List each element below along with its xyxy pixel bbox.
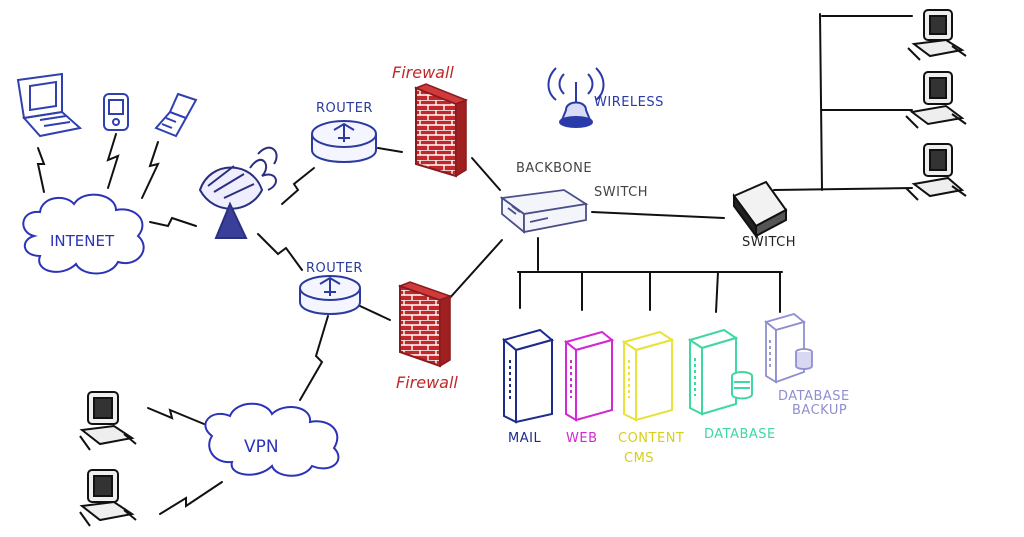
link-internet-satellite bbox=[149, 216, 197, 228]
laptop-icon bbox=[16, 72, 83, 138]
content-cms-server-icon bbox=[621, 330, 675, 422]
link-firewall-backbone-top bbox=[471, 157, 501, 191]
bus-to-workstation-3 bbox=[773, 187, 913, 191]
link-firewall-backbone-bottom bbox=[447, 239, 503, 301]
mail-server-icon bbox=[501, 328, 555, 424]
web-label: WEB bbox=[566, 431, 598, 446]
pda-icon bbox=[103, 93, 129, 131]
router-top-label: ROUTER bbox=[316, 101, 373, 116]
backbone-switch-icon bbox=[499, 189, 589, 234]
link-backbone-switch bbox=[591, 211, 725, 219]
firewall-top-label: Firewall bbox=[392, 63, 454, 82]
switch-icon bbox=[732, 180, 788, 240]
wireless-label: WIRELESS bbox=[594, 95, 664, 110]
vpn-cloud bbox=[204, 402, 340, 477]
link-flip-internet bbox=[141, 141, 160, 199]
database-backup-server-icon bbox=[764, 313, 813, 384]
link-satellite-router-top bbox=[281, 167, 315, 205]
database-server-icon bbox=[687, 328, 753, 416]
link-phone-internet bbox=[106, 133, 120, 189]
link-vpn-pc-1 bbox=[147, 407, 205, 425]
connections bbox=[36, 13, 913, 515]
link-vpn-pc-2 bbox=[159, 481, 223, 515]
link-router-vpn bbox=[299, 315, 329, 401]
internet-cloud bbox=[22, 193, 145, 275]
db-backup-label-line2: BACKUP bbox=[792, 403, 847, 418]
remote-pc-1-icon bbox=[79, 391, 137, 451]
link-laptop-internet bbox=[36, 147, 46, 193]
vpn-label: VPN bbox=[244, 437, 279, 457]
backbone-label-line2: SWITCH bbox=[594, 185, 648, 200]
content-label-line1: CONTENT bbox=[618, 431, 684, 446]
backbone-label-line1: BACKBONE bbox=[516, 161, 592, 176]
workstation-1-icon bbox=[907, 9, 967, 61]
router-top-icon bbox=[311, 120, 377, 163]
bus-drop-database bbox=[715, 271, 719, 313]
link-router-firewall-bottom bbox=[359, 305, 391, 321]
satellite-dish-icon bbox=[198, 146, 278, 239]
wireless-antenna-icon bbox=[547, 67, 605, 128]
workstation-bus bbox=[819, 13, 823, 191]
web-server-icon bbox=[563, 330, 615, 422]
workstation-3-icon bbox=[905, 143, 967, 201]
internet-label: INTENET bbox=[50, 232, 115, 250]
remote-pc-2-icon bbox=[79, 469, 137, 527]
router-bottom-label: ROUTER bbox=[306, 261, 363, 276]
db-backup-label-line1: DATABASE bbox=[778, 389, 850, 404]
link-router-firewall-top bbox=[377, 147, 403, 153]
firewall-bottom-label: Firewall bbox=[396, 373, 458, 392]
flip-phone-icon bbox=[154, 92, 198, 138]
content-label-line2: CMS bbox=[624, 451, 654, 466]
database-label: DATABASE bbox=[704, 427, 776, 442]
firewall-bottom-icon bbox=[397, 281, 453, 368]
link-satellite-router-bottom bbox=[257, 233, 303, 271]
switch-label: SWITCH bbox=[742, 235, 796, 250]
mail-label: MAIL bbox=[508, 431, 541, 446]
firewall-top-icon bbox=[413, 83, 469, 178]
router-bottom-icon bbox=[299, 275, 361, 315]
workstation-2-icon bbox=[905, 71, 967, 129]
